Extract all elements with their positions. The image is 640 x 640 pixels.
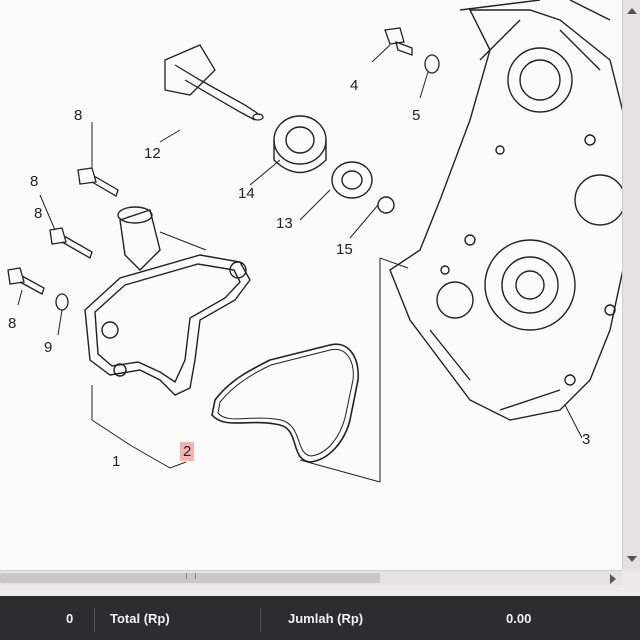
footer-divider [260,608,261,632]
horizontal-scroll-thumb[interactable] [0,573,380,583]
callout-3[interactable]: 3 [582,431,591,448]
scroll-up-arrow-icon[interactable] [627,8,637,14]
callout-8-middle[interactable]: 8 [34,205,43,222]
callout-8-lower[interactable]: 8 [8,315,17,332]
quantity-value: 0 [66,611,74,626]
totals-footer: 0 Total (Rp) Jumlah (Rp) 0.00 [0,596,640,640]
scroll-grip-icon [186,573,196,579]
callout-14[interactable]: 14 [238,185,255,202]
callout-8-upper[interactable]: 8 [30,173,39,190]
callout-9[interactable]: 9 [44,339,53,356]
parts-diagram[interactable]: 1 2 3 4 5 8 8 8 8 9 12 13 14 15 [0,0,632,570]
callout-8-top[interactable]: 8 [74,107,83,124]
callout-13[interactable]: 13 [276,215,293,232]
exploded-view-drawing [7,0,626,483]
callout-12[interactable]: 12 [144,145,161,162]
callout-4[interactable]: 4 [350,77,359,94]
scroll-right-arrow-icon[interactable] [610,574,616,584]
callout-15[interactable]: 15 [336,241,353,258]
callout-5[interactable]: 5 [412,107,421,124]
total-label: Total (Rp) [110,611,170,626]
callout-1[interactable]: 1 [112,453,121,470]
callout-2-highlighted[interactable]: 2 [180,442,195,461]
scroll-down-arrow-icon[interactable] [627,556,637,562]
amount-value: 0.00 [506,611,532,626]
vertical-scrollbar[interactable] [622,0,640,570]
amount-label: Jumlah (Rp) [288,611,364,626]
footer-divider [94,608,95,632]
horizontal-scrollbar[interactable] [0,570,622,585]
